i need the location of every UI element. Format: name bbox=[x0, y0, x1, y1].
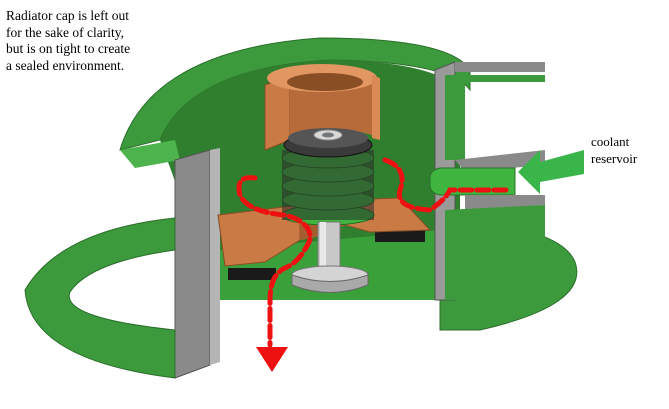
annotation-note: Radiator cap is left out for the sake of… bbox=[6, 8, 131, 73]
valve-disc-body bbox=[291, 274, 369, 293]
housing-right-wall-step bbox=[445, 75, 545, 160]
reservoir-arrow bbox=[518, 150, 584, 194]
housing-left-wall-cut bbox=[174, 149, 211, 379]
housing-right-wall-upper bbox=[455, 62, 545, 72]
reservoir-tube-wall bbox=[455, 150, 545, 172]
label-coolant-reservoir: coolant reservoir bbox=[591, 134, 638, 166]
housing-rim bbox=[120, 140, 180, 168]
valve-spring bbox=[281, 147, 375, 226]
copper-sleeve-top-hole bbox=[287, 73, 363, 91]
housing-bottom-ring bbox=[24, 217, 176, 379]
valve-stem-cap-hole bbox=[322, 132, 334, 138]
bottom-gasket-right bbox=[375, 230, 425, 242]
housing-right-lower-wall bbox=[445, 205, 545, 300]
copper-sleeve-right bbox=[372, 75, 380, 140]
bottom-gasket-left bbox=[228, 268, 276, 280]
housing-left-wall-face bbox=[210, 148, 220, 365]
coolant-flow-path bbox=[236, 157, 513, 348]
flow-out-arrowhead bbox=[256, 347, 288, 372]
